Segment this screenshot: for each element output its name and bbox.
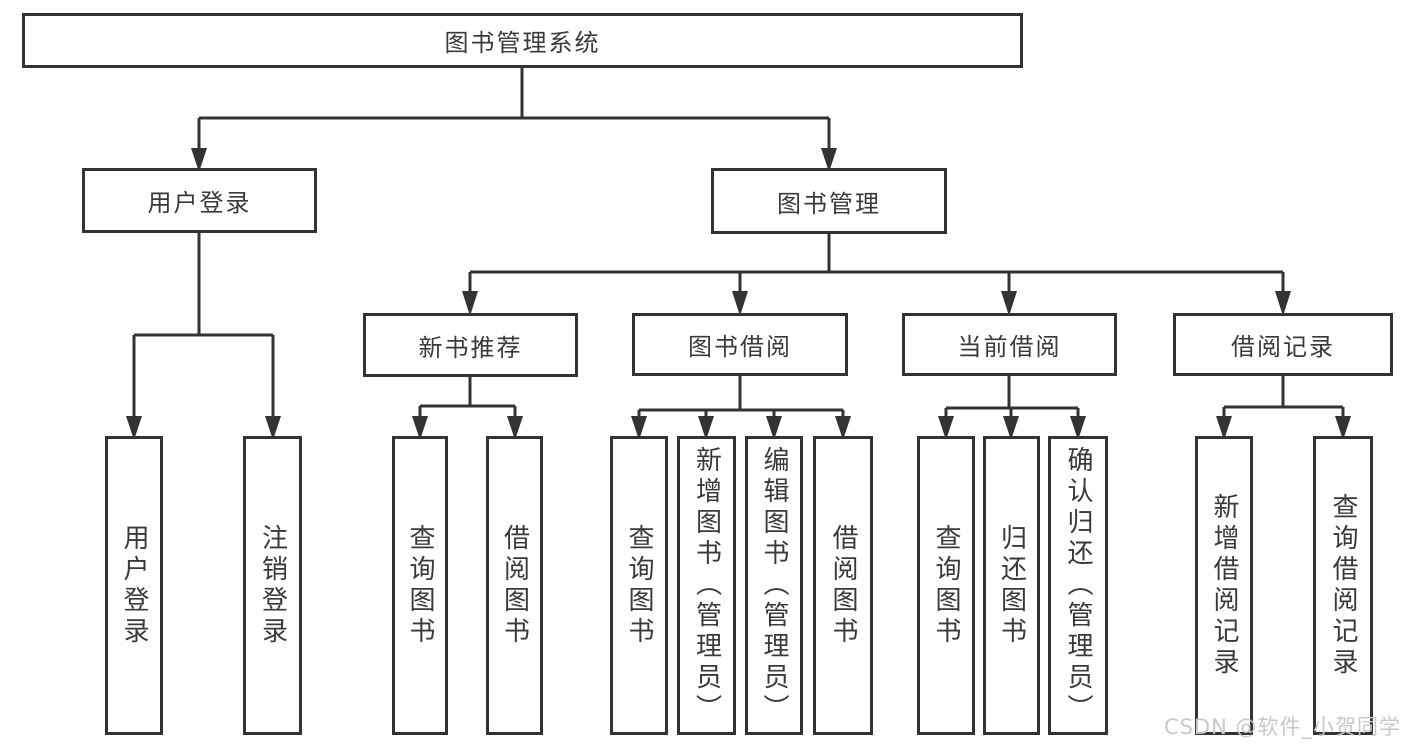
connector-user-login-split — [132, 233, 275, 418]
leaf-current-query-book: 查询图书 — [917, 436, 975, 735]
node-borrow-record: 借阅记录 — [1173, 313, 1393, 376]
connector-current-borrow-split — [944, 376, 1080, 418]
node-book-management: 图书管理 — [711, 168, 947, 234]
leaf-borrow-query-book: 查询图书 — [610, 436, 668, 735]
leaf-current-return-book: 归还图书 — [983, 436, 1040, 735]
node-new-book-recommend: 新书推荐 — [363, 313, 578, 377]
node-root-system: 图书管理系统 — [22, 13, 1023, 68]
csdn-watermark: CSDN @软件_小贺同学 — [1163, 715, 1401, 739]
leaf-record-query-borrow-record: 查询借阅记录 — [1313, 436, 1373, 735]
leaf-record-add-borrow-record: 新增借阅记录 — [1195, 436, 1253, 735]
leaf-current-confirm-return-admin: 确认归还（管理员） — [1048, 436, 1108, 735]
leaf-newbook-query-book: 查询图书 — [392, 436, 448, 735]
node-user-login: 用户登录 — [82, 168, 317, 233]
leaf-borrow-borrow-book: 借阅图书 — [813, 436, 873, 735]
leaf-logout: 注销登录 — [243, 436, 302, 735]
node-current-borrow: 当前借阅 — [902, 313, 1117, 376]
leaf-newbook-borrow-book: 借阅图书 — [486, 436, 543, 735]
leaf-borrow-add-book-admin: 新增图书（管理员） — [677, 436, 736, 735]
node-book-borrow: 图书借阅 — [632, 313, 848, 376]
connector-book-borrow-split — [637, 376, 845, 418]
connector-root-split — [197, 66, 831, 150]
connector-new-book-split — [418, 376, 517, 418]
leaf-user-login: 用户登录 — [105, 436, 163, 735]
connector-book-mgmt-split — [468, 234, 1285, 293]
leaf-borrow-edit-book-admin: 编辑图书（管理员） — [745, 436, 803, 735]
connector-borrow-record-split — [1222, 376, 1345, 418]
